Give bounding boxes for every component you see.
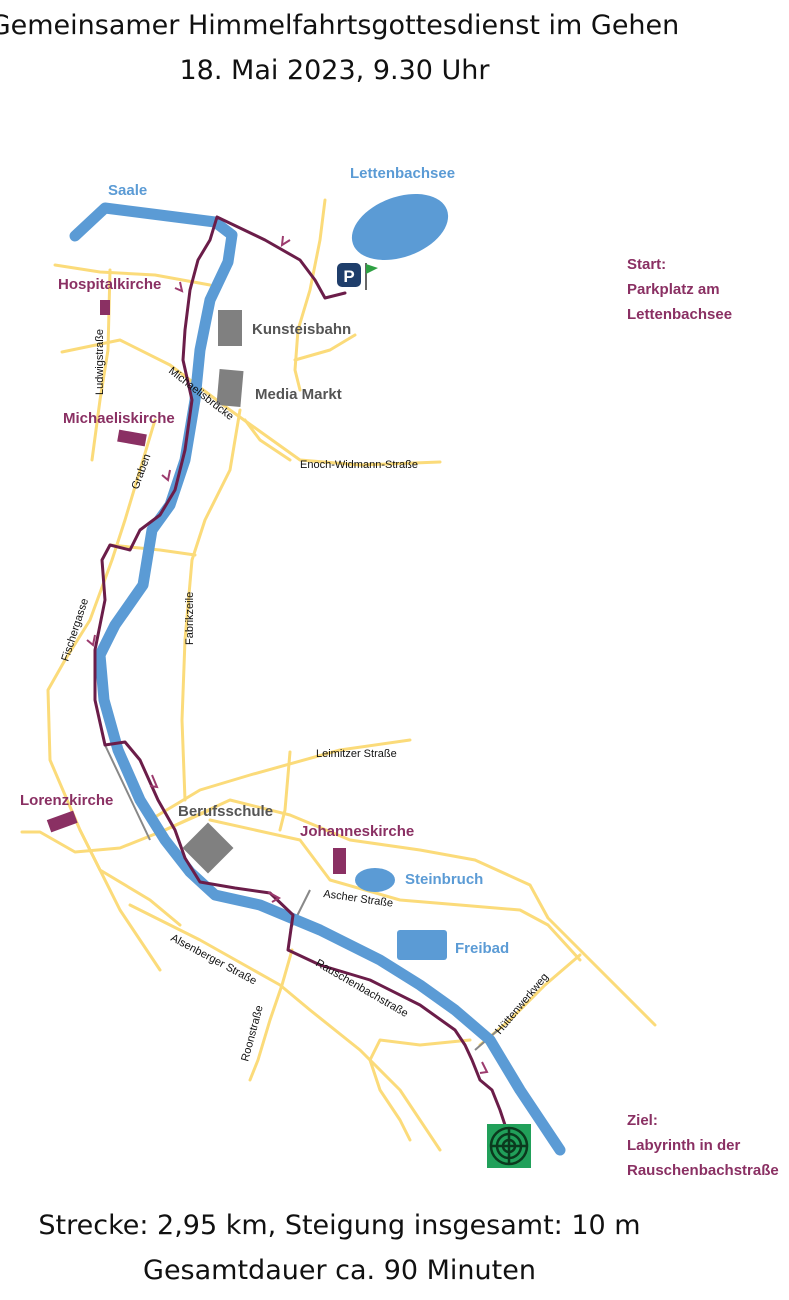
arrow-icon	[267, 891, 282, 903]
arrow-icon	[86, 634, 96, 647]
leimitzer-label: Leimitzer Straße	[316, 748, 397, 760]
michaeliskirche-marker	[117, 429, 147, 447]
start-title: Start:	[627, 256, 667, 273]
parking-icon: P	[337, 263, 361, 287]
event-date: 18. Mai 2023, 9.30 Uhr	[179, 55, 490, 86]
arrow-icon	[174, 281, 184, 293]
hospitalkirche-marker	[100, 300, 110, 315]
media-markt-label: Media Markt	[255, 386, 342, 403]
flag-icon	[365, 263, 378, 290]
route-duration: Gesamtdauer ca. 90 Minuten	[143, 1255, 536, 1286]
alsenberger-label: Alsenberger Straße	[169, 932, 259, 987]
start-line1: Parkplatz am	[627, 281, 720, 298]
graben-label: Graben	[130, 452, 154, 491]
lorenzkirche-label: Lorenzkirche	[20, 792, 113, 809]
roonstrasse-label: Roonstraße	[239, 1004, 265, 1063]
steinbruch-pond	[355, 868, 395, 892]
johanneskirche-label: Johanneskirche	[300, 823, 414, 840]
saale-label: Saale	[108, 182, 147, 199]
end-title: Ziel:	[627, 1112, 658, 1129]
arrow-icon	[149, 774, 159, 789]
fabrikzeile-label: Fabrikzeile	[184, 592, 196, 645]
media-markt-building	[216, 369, 244, 407]
freibad-pool	[397, 930, 447, 960]
rail-line	[104, 744, 151, 841]
page-title: Gemeinsamer Himmelfahrtsgottesdienst im …	[0, 10, 680, 41]
kunsteisbahn-building	[218, 310, 242, 346]
saale-river	[69, 202, 566, 1156]
route-distance: Strecke: 2,95 km, Steigung insgesamt: 10…	[38, 1210, 641, 1241]
end-line1: Labyrinth in der	[627, 1137, 741, 1154]
ludwigstrasse-label: Ludwigstraße	[94, 329, 106, 395]
hospitalkirche-label: Hospitalkirche	[58, 276, 161, 293]
lettenbachsee-label: Lettenbachsee	[350, 165, 455, 182]
steinbruch-label: Steinbruch	[405, 871, 483, 888]
arrow-icon	[161, 469, 171, 482]
end-line2: Rauschenbachstraße	[627, 1162, 779, 1179]
start-legend: Start: Parkplatz am Lettenbachsee	[627, 252, 732, 327]
michaeliskirche-label: Michaeliskirche	[63, 410, 175, 427]
lorenzkirche-marker	[46, 810, 78, 833]
route-arrows	[86, 235, 489, 1074]
johanneskirche-marker	[333, 848, 346, 874]
berufsschule-label: Berufsschule	[178, 803, 273, 820]
street-network	[20, 198, 657, 1152]
arrow-icon	[280, 235, 291, 247]
walking-route	[93, 215, 507, 1127]
fischergasse-label: Fischergasse	[59, 597, 91, 663]
end-legend: Ziel: Labyrinth in der Rauschenbachstraß…	[627, 1108, 779, 1183]
enoch-widmann-label: Enoch-Widmann-Straße	[300, 459, 418, 471]
labyrinth-icon	[487, 1124, 531, 1168]
arrow-icon	[479, 1061, 489, 1074]
kunsteisbahn-label: Kunsteisbahn	[252, 321, 351, 338]
berufsschule-building	[182, 822, 234, 874]
svg-text:P: P	[343, 267, 354, 286]
ascher-label: Ascher Straße	[323, 888, 394, 910]
start-line2: Lettenbachsee	[627, 306, 733, 323]
lettenbachsee-lake	[351, 194, 449, 260]
huettenwerkweg-label: Hüttenwerkweg	[493, 971, 551, 1037]
freibad-label: Freibad	[455, 940, 509, 957]
